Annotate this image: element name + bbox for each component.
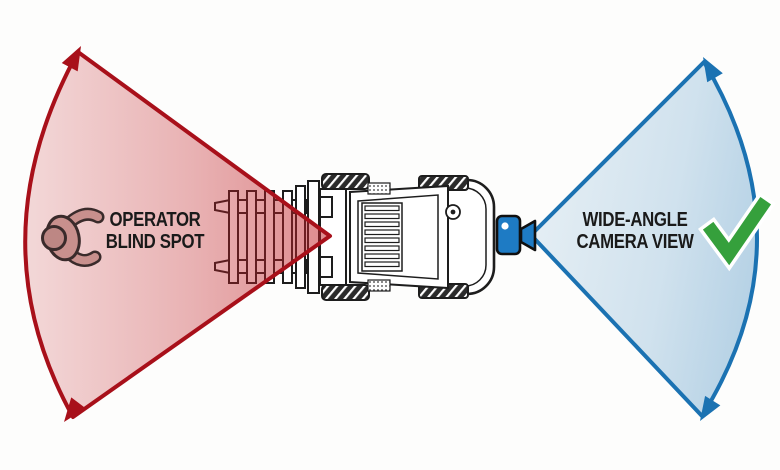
blind-spot-label: OPERATOR BLIND SPOT (75, 209, 235, 253)
camera-view-label-line2: CAMERA VIEW (576, 231, 694, 253)
blind-spot-label-line1: OPERATOR (109, 209, 201, 231)
blind-spot-label-line2: BLIND SPOT (105, 231, 205, 253)
checkmark-icon (698, 192, 776, 272)
blind-spot-cone (23, 46, 332, 422)
pedestrian-icon (41, 207, 105, 267)
video-camera-icon (495, 214, 537, 256)
camera-view-label: WIDE-ANGLE CAMERA VIEW (555, 209, 715, 253)
blind-spot-arrow-bottom (64, 397, 86, 422)
camera-arrow-top (703, 57, 723, 83)
camera-view-cone (529, 57, 759, 421)
blind-spot-arrow-top (61, 46, 81, 72)
camera-arrow-bottom (700, 395, 721, 421)
camera-view-label-line1: WIDE-ANGLE (582, 209, 688, 231)
